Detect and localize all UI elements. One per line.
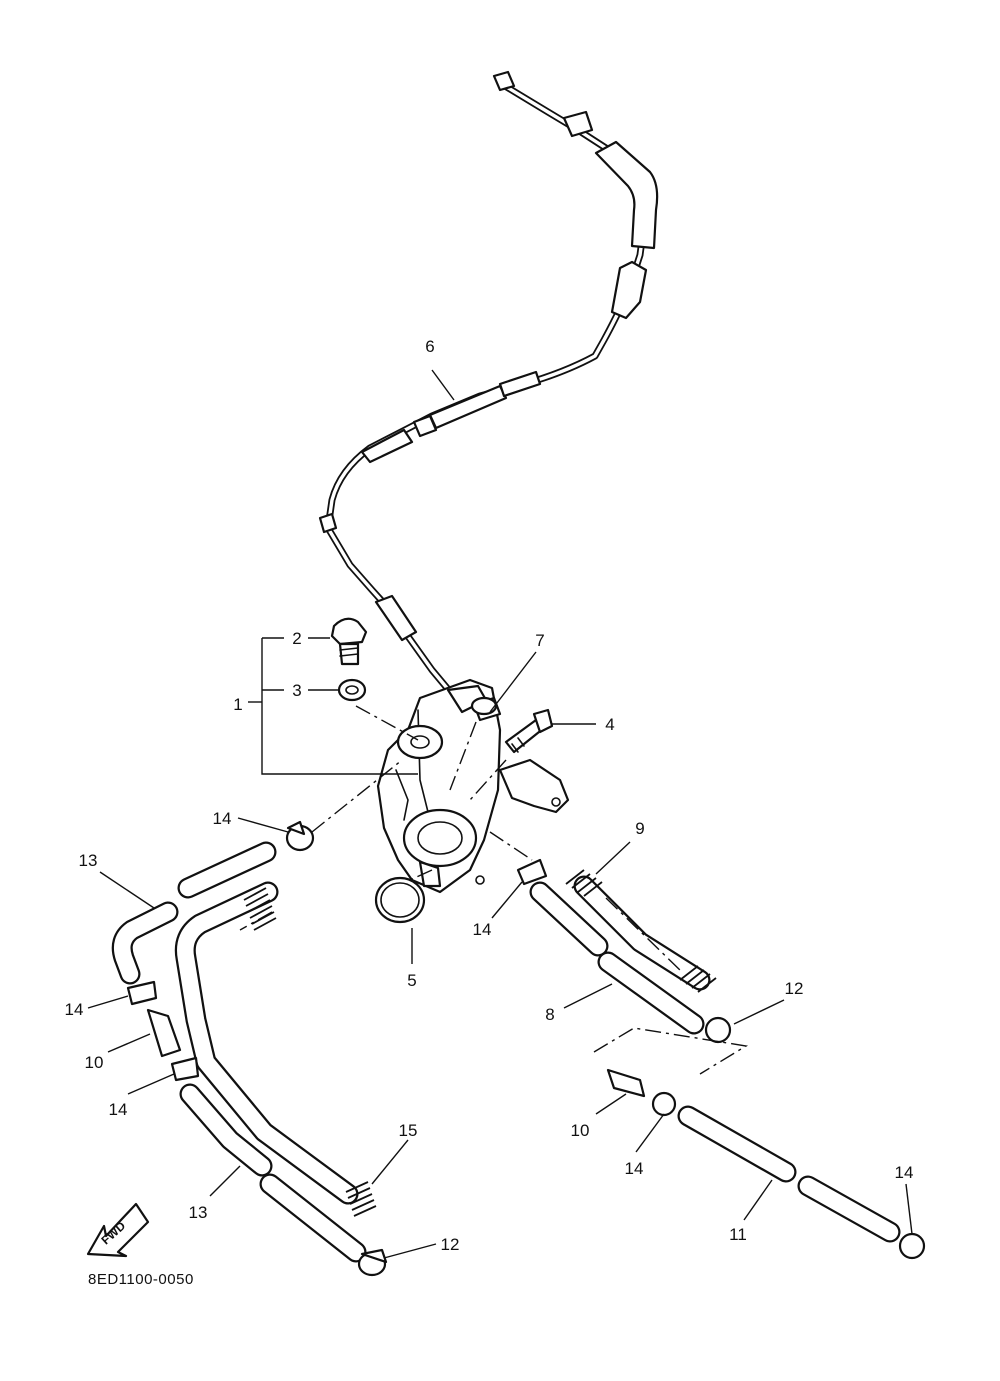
clamp-part-14-f — [898, 1232, 926, 1260]
collar-part-7 — [470, 696, 502, 722]
callout-13-bottom: 13 — [189, 1203, 208, 1222]
clamp-part-14-b — [126, 980, 158, 1006]
left-clamps — [126, 820, 388, 1277]
left-hose-group — [111, 841, 367, 1263]
clamp-part-14-e — [651, 1091, 677, 1117]
callout-14-e: 14 — [625, 1159, 644, 1178]
diagram-code: 8ED1100-0050 — [88, 1271, 194, 1288]
washer-part-3 — [337, 678, 367, 702]
right-springs — [565, 869, 717, 993]
pump-cable-part-6 — [318, 70, 659, 698]
callout-14-d: 14 — [473, 920, 492, 939]
callout-14-b: 14 — [65, 1000, 84, 1019]
callout-5: 5 — [407, 971, 416, 990]
left-springs — [243, 887, 377, 1217]
right-hose-group — [529, 875, 901, 1243]
callout-4: 4 — [605, 715, 614, 734]
callout-14-f: 14 — [895, 1163, 914, 1182]
callout-10-right: 10 — [571, 1121, 590, 1140]
callout-15: 15 — [399, 1121, 418, 1140]
dash-guides — [239, 705, 748, 1075]
callout-7: 7 — [535, 631, 544, 650]
callout-12-top: 12 — [785, 979, 804, 998]
leader-lines — [87, 369, 913, 1259]
callout-6: 6 — [425, 337, 434, 356]
callout-9: 9 — [635, 819, 644, 838]
callout-12-bottom: 12 — [441, 1235, 460, 1254]
callout-8: 8 — [545, 1005, 554, 1024]
clamp-part-14-d — [516, 858, 548, 886]
callout-3: 3 — [292, 681, 301, 700]
callout-14-a: 14 — [213, 809, 232, 828]
joint-part-10-right — [606, 1068, 646, 1098]
clamp-part-14-c — [170, 1056, 200, 1082]
callout-10-left: 10 — [85, 1053, 104, 1072]
fwd-arrow-icon: FWD — [86, 1202, 150, 1258]
screw-part-4 — [504, 708, 554, 754]
o-ring-part-5 — [374, 876, 426, 924]
callout-2: 2 — [292, 629, 301, 648]
right-clamps — [516, 858, 926, 1260]
clamp-part-12-top — [704, 1016, 732, 1044]
joint-part-10-left — [146, 1008, 182, 1058]
callouts: 1 2 3 4 5 6 7 8 9 10 10 11 12 12 13 13 1… — [65, 337, 914, 1254]
callout-13-top: 13 — [79, 851, 98, 870]
callout-1: 1 — [233, 695, 242, 714]
callout-14-c: 14 — [109, 1100, 128, 1119]
callout-11: 11 — [729, 1225, 747, 1244]
bleed-bolt-part-2 — [330, 617, 368, 666]
